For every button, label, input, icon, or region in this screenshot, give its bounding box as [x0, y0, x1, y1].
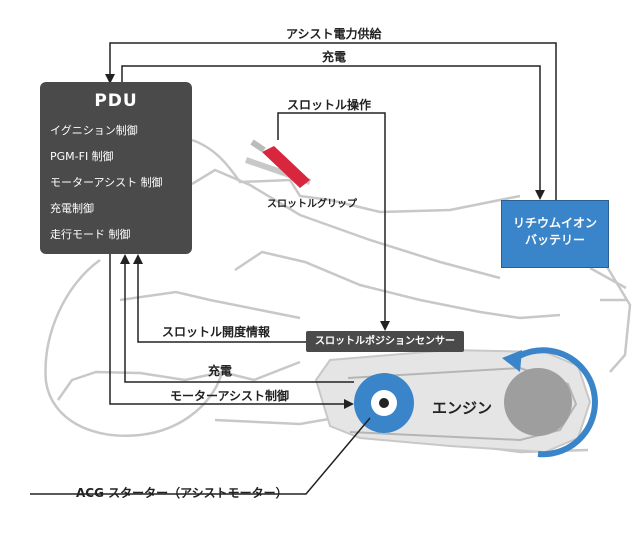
pdu-item-drive-mode: 走行モード 制御 [50, 228, 131, 241]
pdu-item-ignition: イグニション制御 [50, 124, 138, 137]
arrow-throttle-operation [277, 112, 390, 331]
rear-pulley [504, 368, 572, 436]
label-throttle-opening: スロットル開度情報 [162, 325, 271, 339]
label-charge-top: 充電 [322, 50, 347, 64]
arrow-motor-assist [109, 254, 354, 409]
motorcycle-outline [44, 138, 632, 454]
label-charge-bottom: 充電 [208, 364, 233, 378]
battery-box: リチウムイオン バッテリー [501, 200, 609, 268]
label-assist-power: アシスト電力供給 [286, 27, 382, 41]
label-throttle-operation: スロットル操作 [287, 98, 372, 112]
arrow-throttle-opening [133, 254, 306, 343]
rotation-arrow [508, 347, 598, 458]
battery-line2: バッテリー [524, 233, 585, 247]
acg-callout-line [30, 417, 371, 495]
label-acg-starter: ACG スターター（アシストモーター） [76, 486, 288, 500]
pdu-item-motor-assist: モーターアシスト 制御 [50, 176, 163, 189]
battery-line1: リチウムイオン [512, 216, 597, 230]
pdu-box: PDU イグニション制御 PGM-FI 制御 モーターアシスト 制御 充電制御 … [40, 82, 192, 254]
arrow-assist-power [105, 42, 557, 200]
label-engine: エンジン [432, 399, 493, 417]
arrow-charge-bottom [120, 254, 354, 383]
throttle-grip-icon [245, 139, 311, 188]
pdu-title: PDU [94, 91, 138, 111]
label-throttle-grip: スロットルグリップ [267, 199, 357, 210]
acg-starter [354, 373, 414, 433]
pdu-item-pgmfi: PGM-FI 制御 [50, 150, 114, 163]
label-motor-assist-control: モーターアシスト制御 [170, 389, 290, 403]
arrow-charge-top [121, 65, 545, 200]
pdu-item-charge-control: 充電制御 [50, 202, 94, 215]
throttle-position-sensor: スロットルポジションセンサー [306, 331, 464, 352]
